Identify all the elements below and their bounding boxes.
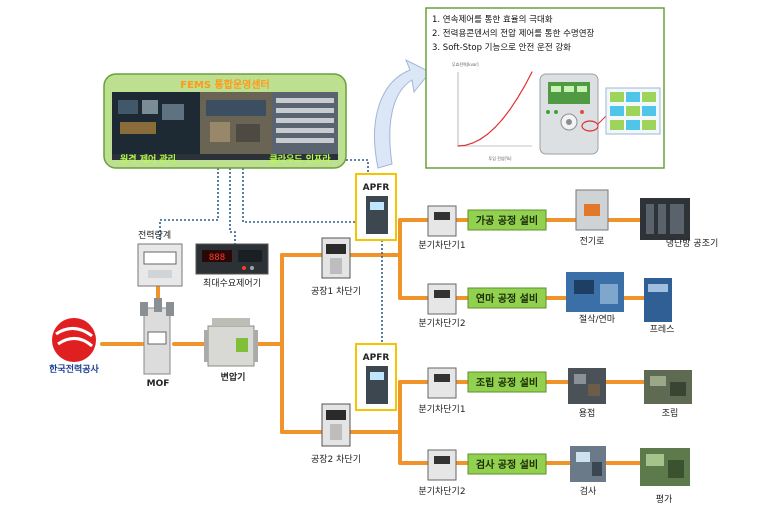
chart-xlabel: 투입 전압[%] xyxy=(489,155,512,161)
plant2-breaker-label: 공장2 차단기 xyxy=(311,453,361,465)
max-demand-label: 최대수요제어기 xyxy=(203,278,261,289)
process-label: 조립 공정 설비 xyxy=(476,376,538,389)
apfr-bottom-label: APFR xyxy=(363,353,390,363)
fems-center: FEMS 통합운영센터 원격 제어 관리 클라우드 인프라 xyxy=(103,73,347,169)
mof-equipment: MOF xyxy=(140,298,174,389)
chart-point xyxy=(472,142,474,144)
fems-title: FEMS 통합운영센터 xyxy=(180,78,270,91)
branch-breaker-label: 분기차단기1 xyxy=(418,403,465,415)
branch-breaker-label: 분기차단기2 xyxy=(418,317,465,329)
apfr-top-label: APFR xyxy=(363,183,390,193)
power-lines xyxy=(100,218,646,465)
chart-point xyxy=(464,144,466,146)
apfr-top: APFR xyxy=(355,173,397,241)
branch-breaker xyxy=(427,367,457,399)
chart-point xyxy=(516,98,518,100)
insight-item-2: 2. 전력용콘덴서의 전압 제어를 통한 수명연장 xyxy=(432,28,595,39)
process-label: 가공 공정 설비 xyxy=(476,214,538,227)
welding-image xyxy=(568,368,606,404)
branch-2: 분기차단기2 연마 공정 설비 절삭/연마 프레스 xyxy=(418,272,674,335)
mof-label: MOF xyxy=(147,379,170,389)
power-meter: 전력량계 xyxy=(137,229,183,287)
insight-box: 1. 연속제어를 통한 효율의 극대화 2. 전력용콘덴서의 전압 제어를 통한… xyxy=(425,7,665,169)
process-label: 검사 공정 설비 xyxy=(476,458,538,471)
chart-point xyxy=(531,71,533,73)
fems-left-caption: 원격 제어 관리 xyxy=(120,153,176,165)
max-demand-controller: 888 최대수요제어기 xyxy=(195,243,269,289)
branch-4: 분기차단기2 검사 공정 설비 검사 평가 xyxy=(418,446,690,505)
fems-right-caption: 클라우드 인프라 xyxy=(269,153,331,165)
chart-point xyxy=(479,138,481,140)
branch-breaker xyxy=(427,283,457,315)
equip-label: 검사 xyxy=(580,485,597,497)
transformer: 변압기 xyxy=(204,318,258,383)
insight-item-1: 1. 연속제어를 통한 효율의 극대화 xyxy=(432,14,553,25)
insight-item-3: 3. Soft-Stop 기능으로 안전 운전 강화 xyxy=(432,42,571,53)
branch-breaker xyxy=(427,205,457,237)
equip-label: 전기로 xyxy=(580,236,605,247)
branch-breaker-label: 분기차단기2 xyxy=(418,485,465,497)
apfr-bottom: APFR xyxy=(355,343,397,411)
process-label: 연마 공정 설비 xyxy=(476,292,538,305)
plant1-breaker-label: 공장1 차단기 xyxy=(311,285,361,297)
equip-label: 용접 xyxy=(579,407,596,419)
meter-label: 전력량계 xyxy=(138,229,171,241)
branch-3: 분기차단기1 조립 공정 설비 용접 조립 xyxy=(418,367,692,419)
equip-label: 평가 xyxy=(656,494,673,505)
chart-point xyxy=(501,118,503,120)
plant1-breaker: 공장1 차단기 xyxy=(311,237,361,297)
equip-label: 프레스 xyxy=(650,324,675,335)
chart-point xyxy=(457,145,459,147)
chart-point xyxy=(509,109,511,111)
branch-breaker-label: 분기차단기1 xyxy=(418,239,465,251)
chart-point xyxy=(494,126,496,129)
branch-breaker xyxy=(427,449,457,481)
curved-arrow-icon xyxy=(374,58,431,169)
branch-1: 분기차단기1 가공 공정 설비 전기로 냉난방 공조기 xyxy=(418,189,719,251)
equip-label: 조립 xyxy=(662,408,679,419)
chart-point xyxy=(487,133,489,135)
svg-text:888: 888 xyxy=(209,253,225,263)
chart-point xyxy=(524,85,526,87)
chart-ylabel: 무효전력[kvar] xyxy=(452,61,479,67)
transformer-label: 변압기 xyxy=(221,371,246,383)
equip-label: 절삭/연마 xyxy=(579,313,616,325)
plant2-breaker: 공장2 차단기 xyxy=(311,403,361,465)
kepco-logo: 한국전력공사 xyxy=(49,318,100,375)
equip-label: 냉난방 공조기 xyxy=(666,238,719,249)
kepco-label: 한국전력공사 xyxy=(49,363,99,375)
reactive-power-chart: 무효전력[kvar] 투입 전압[%] xyxy=(452,61,533,161)
